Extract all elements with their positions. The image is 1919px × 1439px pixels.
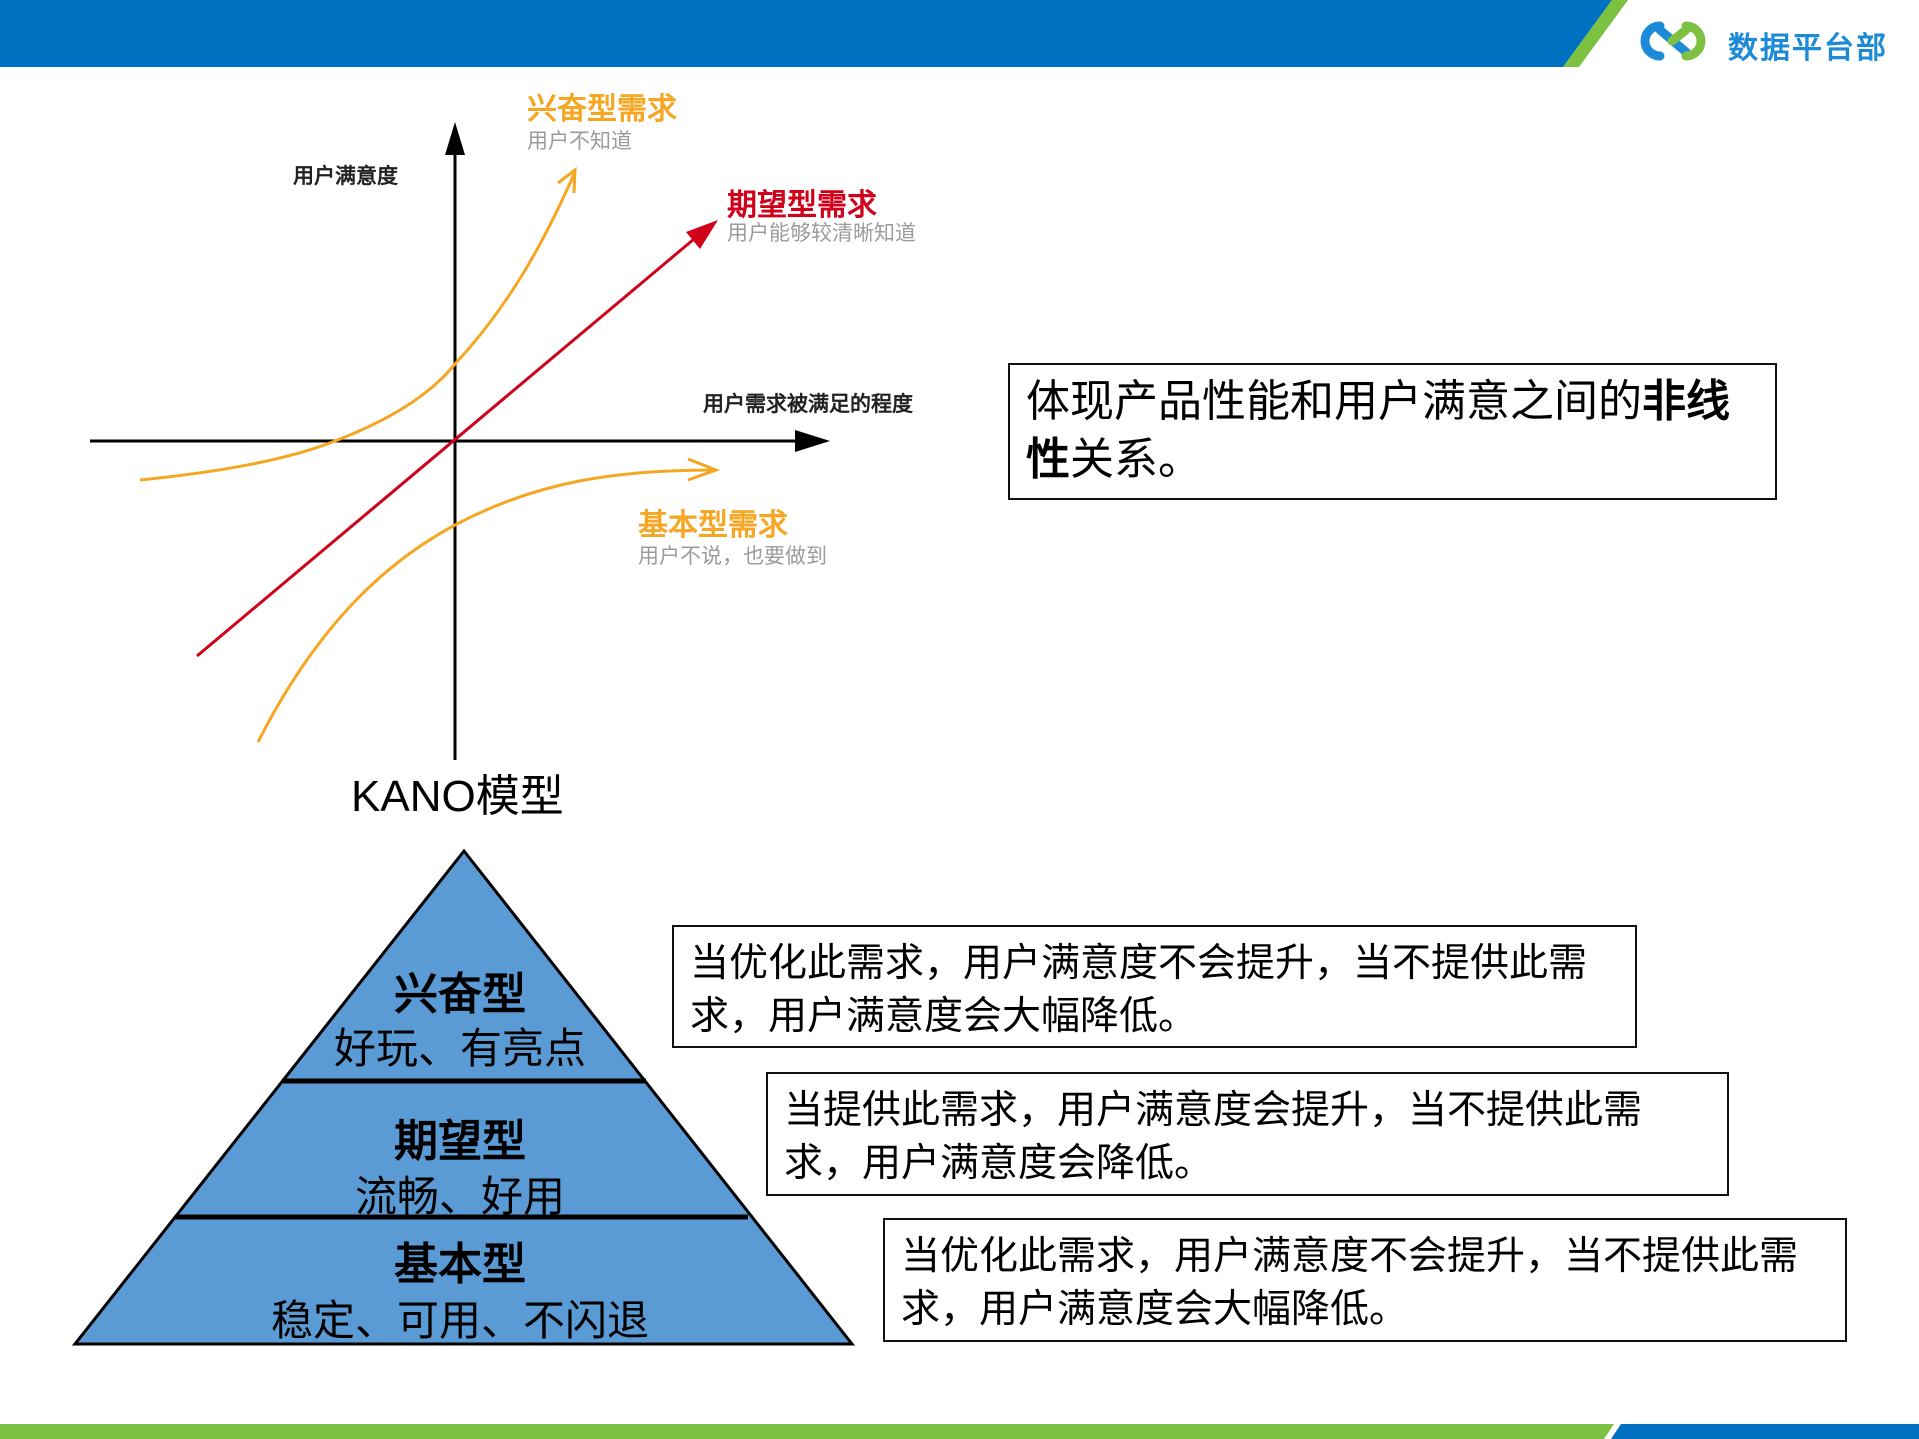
top-banner	[0, 0, 1628, 67]
basic-curve	[256, 457, 721, 743]
basic-note-text: 当优化此需求，用户满意度不会提升，当不提供此需求，用户满意度会大幅降低。	[901, 1235, 1799, 1331]
x-axis	[90, 430, 830, 452]
expected-note-text: 当提供此需求，用户满意度会提升，当不提供此需求，用户满意度会降低。	[784, 1089, 1643, 1185]
expected-arrowhead-icon	[686, 220, 718, 249]
kano-chart	[90, 122, 830, 760]
summary-box: 体现产品性能和用户满意之间的非线性关系。	[1008, 363, 1777, 500]
excitement-note-text: 当优化此需求，用户满意度不会提升，当不提供此需求，用户满意度会大幅降低。	[690, 942, 1588, 1038]
y-axis-label: 用户满意度	[293, 164, 398, 188]
kano-pyramid	[71, 848, 856, 1346]
basic-note-box: 当优化此需求，用户满意度不会提升，当不提供此需求，用户满意度会大幅降低。	[883, 1218, 1847, 1342]
pyramid-level-excitement-subtitle: 好玩、有亮点	[333, 1025, 586, 1072]
pyramid-level-expected-title: 期望型	[394, 1116, 526, 1167]
basic-arrowhead-icon	[687, 457, 721, 482]
excitement-curve-label: 兴奋型需求	[527, 92, 677, 127]
y-axis	[445, 122, 465, 760]
excitement-curve-desc: 用户不知道	[527, 129, 632, 153]
infinity-loop-icon	[1640, 21, 1706, 61]
summary-text-bold: 非线性	[1026, 377, 1730, 484]
excitement-arrowhead-icon	[557, 166, 577, 194]
expected-curve-desc: 用户能够较清晰知道	[727, 221, 916, 245]
bottom-banner	[0, 1424, 1919, 1439]
pyramid-level-excitement-title: 兴奋型	[394, 969, 526, 1020]
pyramid-level-expected-subtitle: 流畅、好用	[354, 1173, 565, 1220]
expected-curve-label: 期望型需求	[727, 188, 877, 223]
basic-curve-label: 基本型需求	[638, 508, 788, 543]
expected-note-box: 当提供此需求，用户满意度会提升，当不提供此需求，用户满意度会降低。	[766, 1072, 1729, 1196]
pyramid-level-basic-subtitle: 稳定、可用、不闪退	[270, 1297, 649, 1344]
summary-text-2: 关系。	[1070, 435, 1202, 484]
excitement-curve	[139, 166, 577, 482]
x-axis-label: 用户需求被满足的程度	[703, 392, 913, 416]
excitement-note-box: 当优化此需求，用户满意度不会提升，当不提供此需求，用户满意度会大幅降低。	[672, 925, 1637, 1048]
logo-text: 数据平台部	[1728, 31, 1888, 66]
expected-line	[196, 220, 718, 658]
summary-text-1: 体现产品性能和用户满意之间的	[1026, 377, 1642, 426]
pyramid-level-basic-title: 基本型	[394, 1239, 526, 1290]
basic-curve-desc: 用户不说，也要做到	[638, 544, 827, 568]
chart-title: KANO模型	[351, 772, 564, 821]
